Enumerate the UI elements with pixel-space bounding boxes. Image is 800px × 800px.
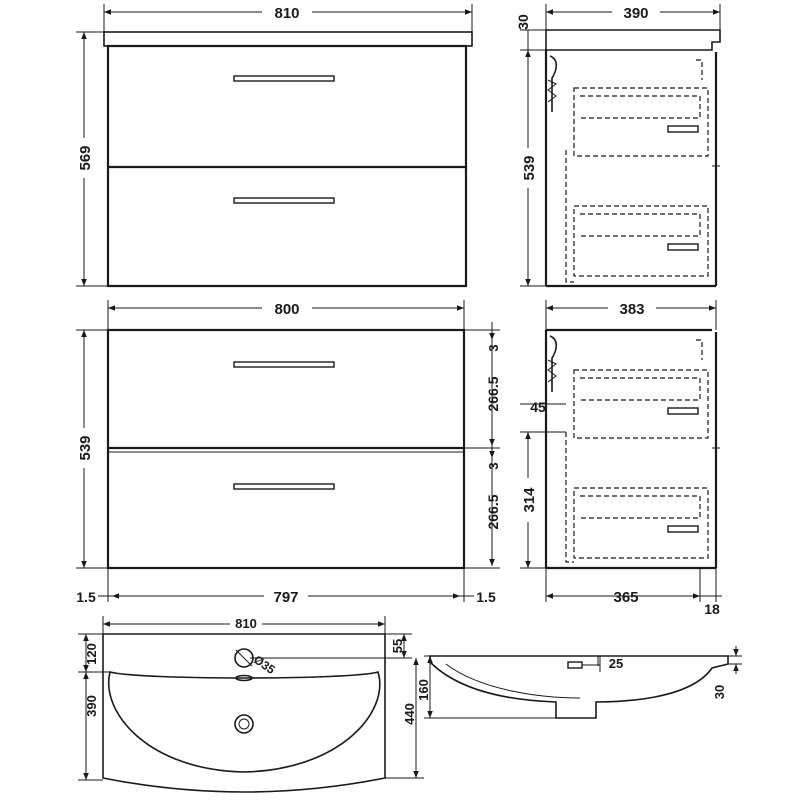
front-mid-height-label: 539 xyxy=(77,435,94,460)
basin-section-view xyxy=(424,646,742,719)
front-top-width-label: 810 xyxy=(274,5,299,22)
basin-section-rim-label: 30 xyxy=(712,685,727,699)
side-top-depth-label: 390 xyxy=(623,5,648,22)
basin-plan-outline xyxy=(102,633,386,793)
drawer-handle-lower xyxy=(233,197,335,204)
side-mid-lower-height-label: 314 xyxy=(521,487,538,513)
drawer-handle-upper xyxy=(233,75,335,82)
front-mid-gap-top-label: 3 xyxy=(486,344,501,351)
basin-plan-hole-offset-label: 55 xyxy=(390,639,405,653)
mid-drawer-handle-upper xyxy=(233,361,335,368)
basin-plan-tap-offset-label: 120 xyxy=(84,643,99,665)
front-top-height-label: 569 xyxy=(77,145,94,170)
front-mid-inner-width-label: 797 xyxy=(273,589,298,606)
front-mid-drawer-top-label: 266.5 xyxy=(485,376,501,411)
side-top-top-label: 30 xyxy=(515,14,531,30)
side-section-top xyxy=(520,4,721,288)
basin-plan-hole-label: Ø35 xyxy=(251,652,278,677)
basin-top-outline xyxy=(103,31,473,47)
front-mid-gap-mid-label: 3 xyxy=(486,462,501,469)
front-mid-side-left-label: 1.5 xyxy=(76,589,96,605)
waste-outlet xyxy=(234,714,254,734)
waste-trap xyxy=(549,55,558,112)
basin-section-outline xyxy=(429,655,729,719)
front-mid-drawer-bottom-label: 266.5 xyxy=(485,494,501,529)
basin-bowl xyxy=(107,671,381,773)
basin-side-outline xyxy=(545,29,721,51)
front-elevation-top xyxy=(76,4,473,288)
basin-plan-depth-label: 390 xyxy=(84,695,99,717)
basin-plan-view xyxy=(78,616,424,793)
side-mid-carcass-label: 365 xyxy=(613,589,638,606)
basin-section-overflow-label: 25 xyxy=(609,656,623,671)
side-mid-depth-label: 383 xyxy=(619,301,644,318)
basin-plan-width-label: 810 xyxy=(235,616,257,631)
overflow-slot xyxy=(235,674,253,682)
front-mid-width-label: 800 xyxy=(274,301,299,318)
basin-plan-overall-label: 440 xyxy=(402,703,417,725)
side-mid-offset-label: 45 xyxy=(530,399,546,415)
side-section-mid xyxy=(520,300,722,602)
front-elevation-mid xyxy=(76,300,500,602)
side-top-height-label: 539 xyxy=(521,155,538,180)
side-mid-front-label: 18 xyxy=(704,601,720,617)
basin-section-depth-label: 160 xyxy=(416,679,431,701)
mid-drawer-handle-lower xyxy=(233,483,335,490)
front-mid-side-right-label: 1.5 xyxy=(476,589,496,605)
